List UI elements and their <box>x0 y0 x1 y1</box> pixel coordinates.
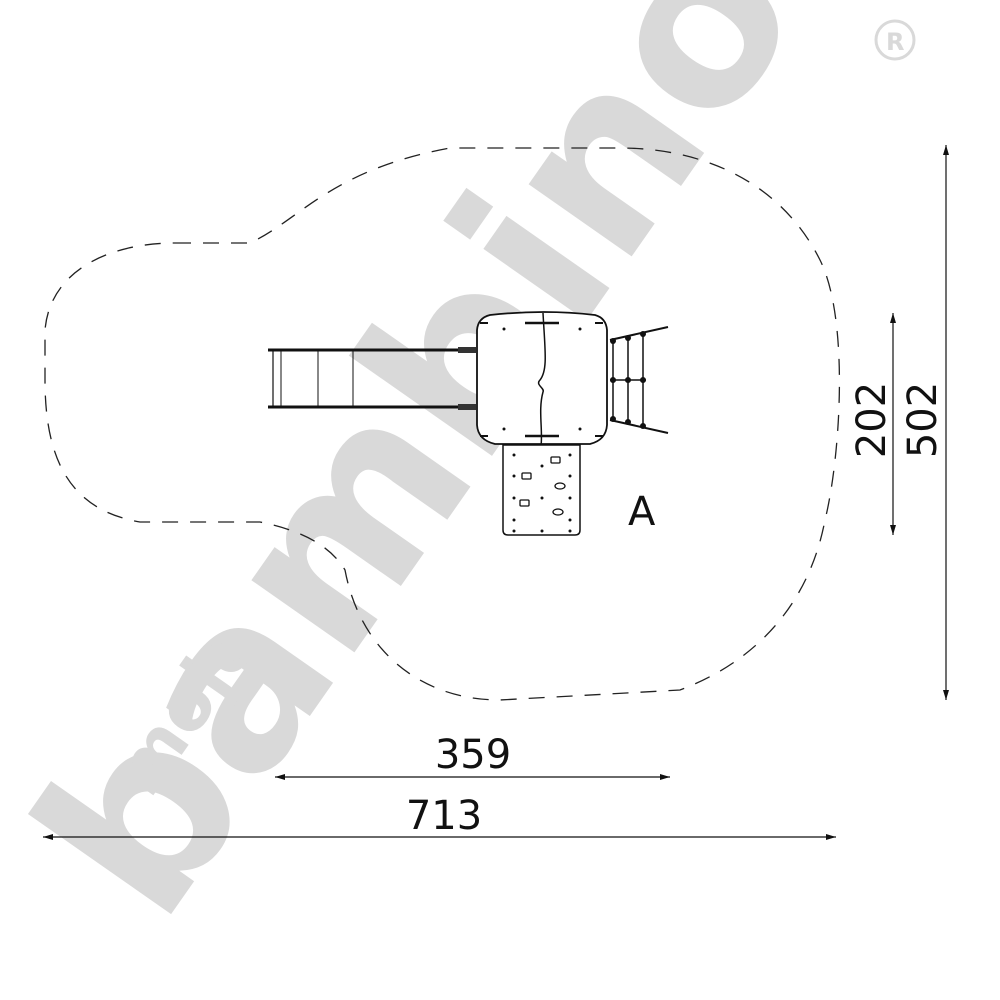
dimension-label-202: 202 <box>849 382 895 458</box>
slide <box>268 347 476 410</box>
dimension-equipment-width: 359 <box>275 732 670 780</box>
registered-mark-letter: R <box>886 28 904 56</box>
dimension-label-713: 713 <box>406 793 482 839</box>
rope-ladder <box>609 326 669 434</box>
climbing-wall <box>502 444 581 536</box>
dimension-label-359: 359 <box>435 732 511 778</box>
safety-zone-outline <box>44 147 841 701</box>
registered-mark-icon <box>874 19 916 61</box>
dimension-total-depth: 502 <box>900 145 949 700</box>
zone-label: A <box>628 489 656 535</box>
dimension-total-width: 713 <box>43 793 836 840</box>
platform-tower <box>476 311 608 447</box>
dimension-equipment-depth: 202 <box>849 313 896 535</box>
dimension-label-502: 502 <box>900 382 946 458</box>
